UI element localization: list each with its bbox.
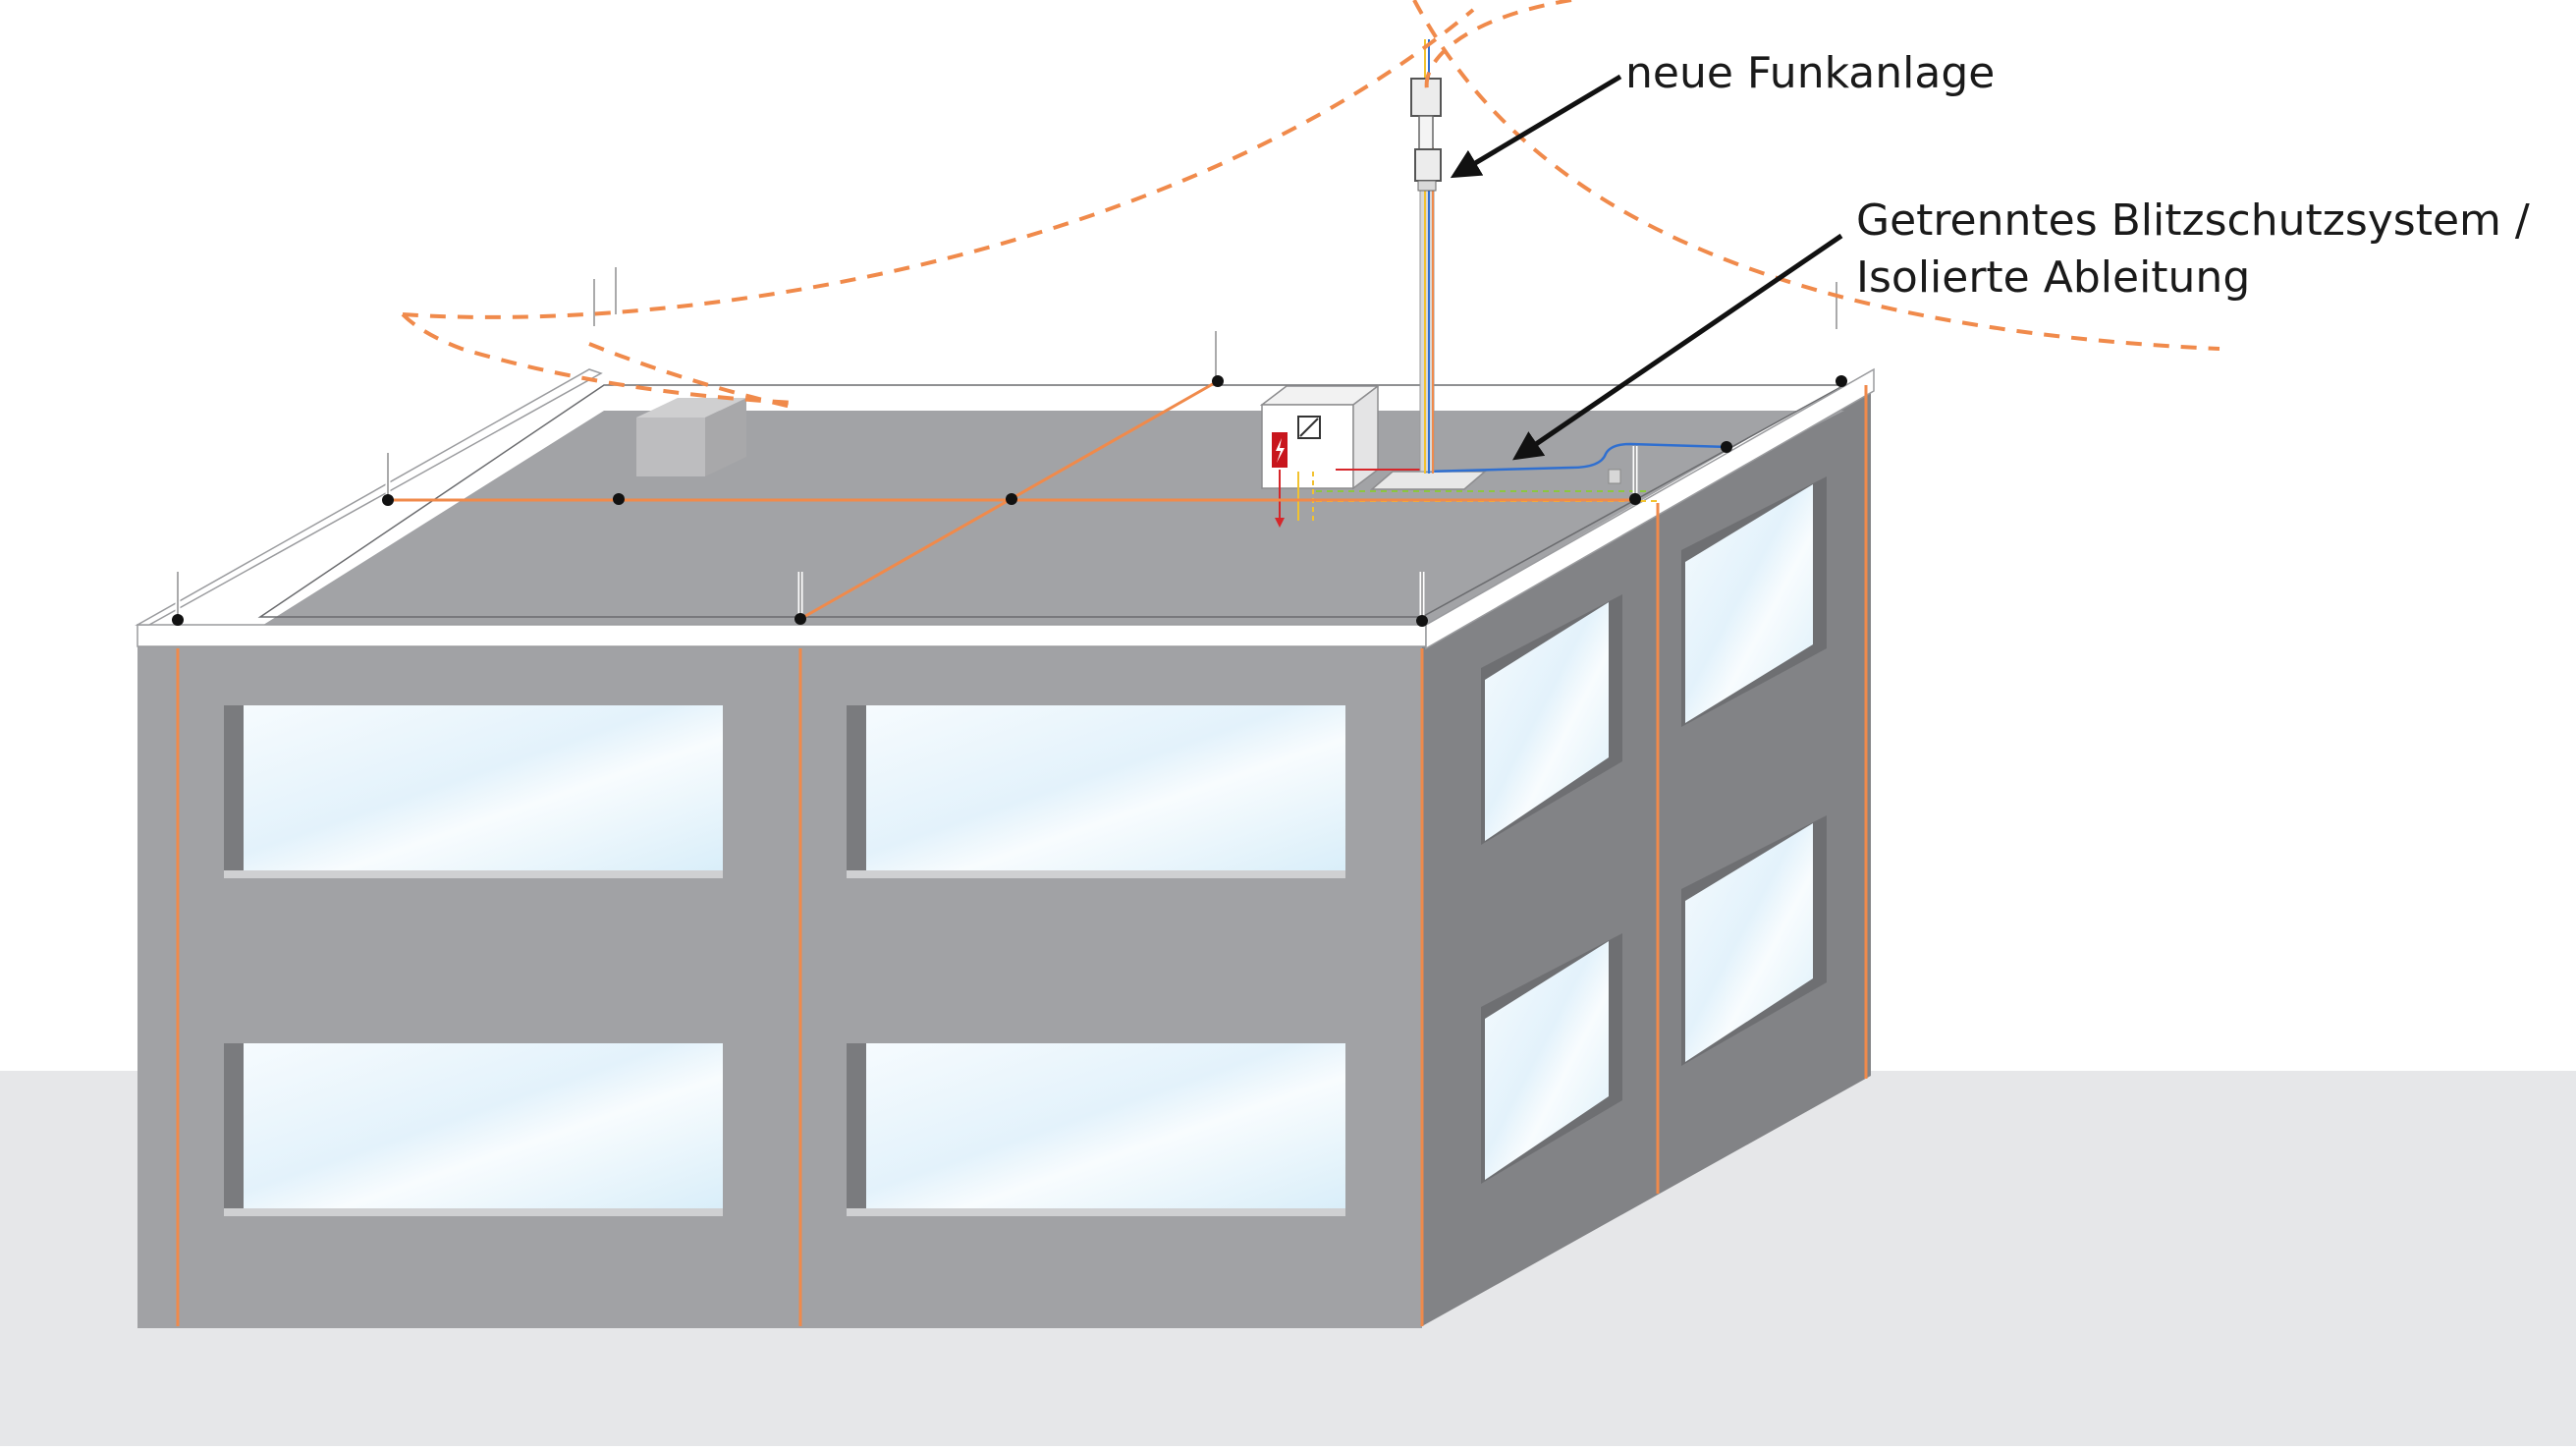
- front-windows: [224, 705, 1345, 1216]
- cable-blue-run: [1425, 442, 1729, 474]
- window-glass: [244, 705, 723, 870]
- window-sill: [224, 1208, 723, 1216]
- window-glass: [866, 705, 1345, 870]
- antenna-base: [1369, 471, 1488, 490]
- arrow-radio-system: [1450, 74, 1622, 179]
- rooftop-unit-side: [705, 398, 746, 476]
- down-conductors: [176, 385, 1868, 1326]
- rooftop-unit-top: [636, 398, 746, 418]
- window-sill: [847, 870, 1345, 878]
- cabinet-side: [1352, 384, 1379, 490]
- conductor-node: [382, 494, 394, 506]
- parapet-front: [137, 624, 1427, 647]
- window-sill: [224, 870, 723, 878]
- window-glass: [244, 1043, 723, 1208]
- window-glass: [866, 1043, 1345, 1208]
- parapet-side: [1425, 367, 1875, 650]
- window-sill: [847, 1208, 1345, 1216]
- parapet-left: [135, 368, 603, 626]
- antenna-head: [1410, 78, 1442, 117]
- side-window-glass: [1485, 941, 1609, 1180]
- conductor-node: [1006, 493, 1017, 505]
- conductor-node: [1212, 375, 1224, 387]
- conductor-node: [1836, 375, 1847, 387]
- conductor-node: [613, 493, 625, 505]
- arrow-lightning-system: [1512, 233, 1843, 461]
- antenna-mast: [1419, 186, 1435, 473]
- side-window-glass: [1685, 484, 1813, 723]
- rooftop-unit-front: [636, 418, 705, 476]
- side-windows: [1481, 476, 1827, 1184]
- label-lightning-line-2: Isolierte Ableitung: [1856, 252, 2251, 303]
- side-window-glass: [1685, 823, 1813, 1062]
- conductor-node: [172, 614, 184, 626]
- air-termination-rods: [175, 267, 1839, 619]
- conductor-node: [1416, 615, 1428, 627]
- conductor-node: [795, 613, 806, 625]
- conductor-node: [1721, 441, 1732, 453]
- cabinet-display-icon: [1297, 416, 1321, 439]
- conductor-nodes: [172, 375, 1847, 627]
- conductor-node: [1629, 493, 1641, 505]
- label-lightning-protection: Getrenntes Blitzschutzsystem / Isolierte…: [1856, 193, 2530, 307]
- protection-zone: [401, 0, 2220, 410]
- side-window-glass: [1485, 602, 1609, 841]
- connector-box: [1608, 469, 1621, 484]
- label-radio-system: neue Funkanlage: [1625, 48, 1996, 98]
- label-lightning-line-1: Getrenntes Blitzschutzsystem /: [1856, 195, 2530, 246]
